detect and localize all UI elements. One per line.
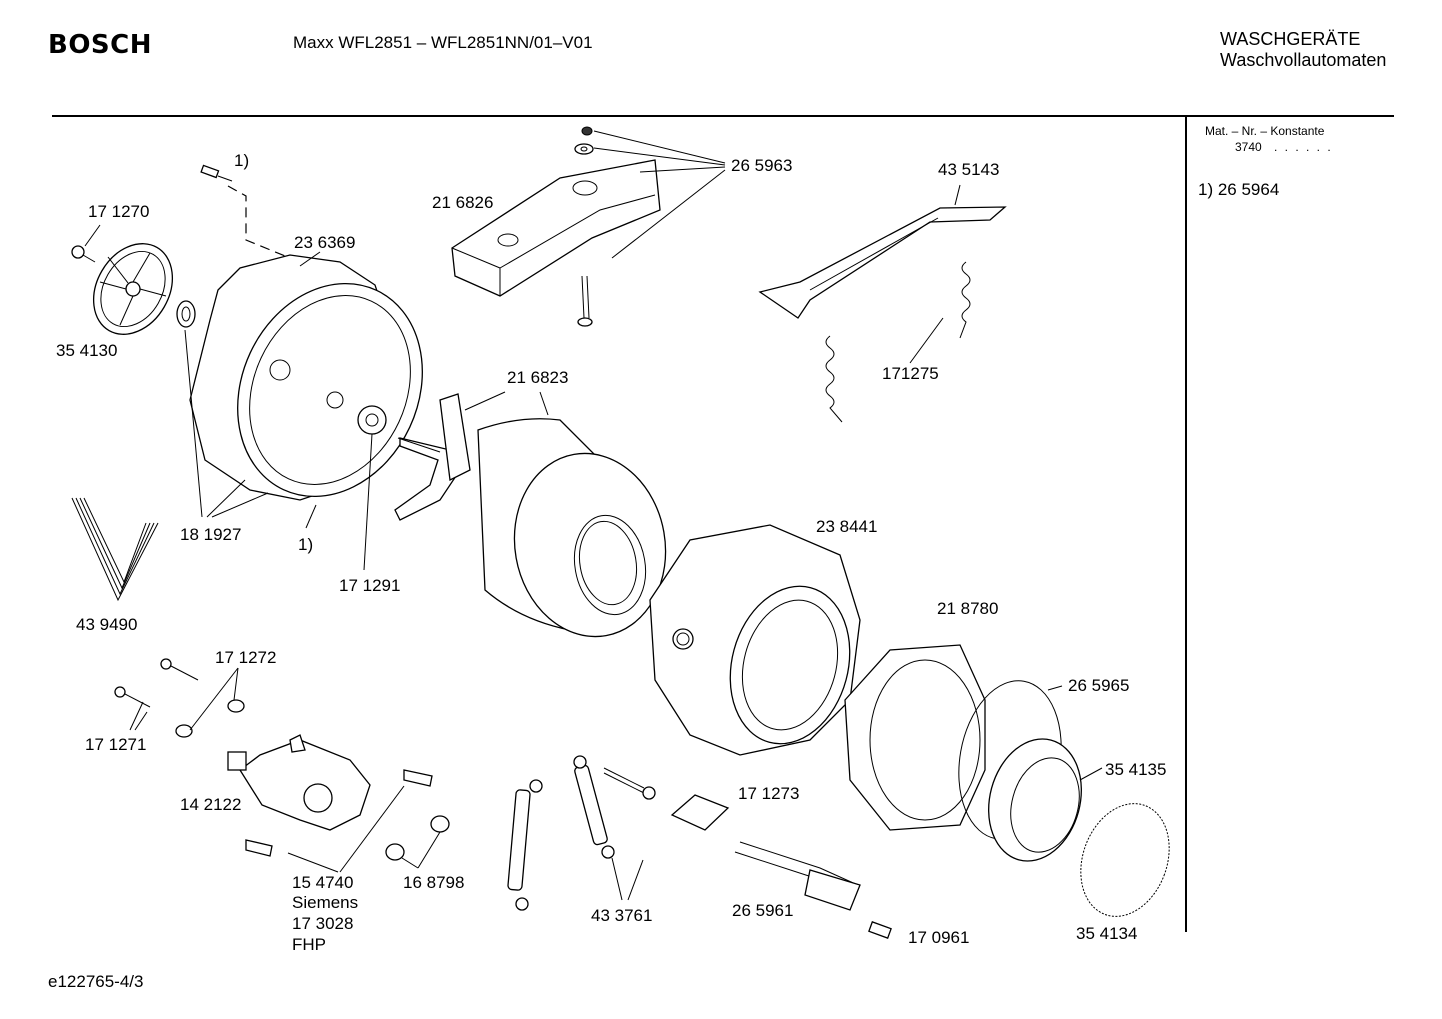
callout-label: 1) [298,535,314,554]
screw-pair-icon [114,658,199,708]
callout-label: 21 6826 [432,193,494,212]
callout-label: 16 8798 [403,873,465,892]
mat-nr-value: 3740 [1235,140,1262,154]
callout-label: 17 1271 [85,735,147,754]
callout-label: 17 1273 [738,784,800,803]
callout-label: 17 0961 [908,928,970,947]
callout-label: 43 5143 [938,160,1000,179]
door-ring-icon [988,738,1082,862]
grommet-icon [175,699,245,738]
front-tub-icon [649,524,861,756]
callout-label: 17 1270 [88,202,150,221]
damper-bolt-icon [603,767,656,800]
callout-label: 43 3761 [591,906,653,925]
door-bellows-icon [844,644,986,831]
footnote: 1) 26 5964 [1198,180,1280,199]
bearing-icon [176,300,196,328]
callout-label: 23 8441 [816,517,878,536]
callout-label: 17 3028 [292,914,354,933]
stopper-icon [385,815,450,861]
callout-label: 26 5965 [1068,676,1130,695]
callout-label: 26 5963 [731,156,793,175]
mat-nr-dots: . . . . . . [1274,140,1333,154]
callout-label: 43 9490 [76,615,138,634]
callout-label: 17 1291 [339,576,401,595]
drum-icon [477,418,667,638]
sidebar-divider [1185,116,1187,932]
callout-label: 26 5961 [732,901,794,920]
shock-absorber-icon [507,755,615,911]
pulley-wheel-icon [93,243,173,335]
mat-nr-header: Mat. – Nr. – Konstante [1205,124,1325,138]
motor-icon [227,734,371,831]
category-title: WASCHGERÄTE [1220,29,1361,49]
callout-label: 21 6823 [507,368,569,387]
callout-label: 35 4130 [56,341,118,360]
document-id: e122765-4/3 [48,972,144,991]
counterweight-bolt-icon [577,275,593,327]
nut-washer-icon [574,126,594,155]
temperature-sensor-icon [670,794,730,831]
spring-ring-icon [1080,803,1170,917]
callout-label: 14 2122 [180,795,242,814]
heating-element-icon [734,841,861,911]
category-subtitle: Waschvollautomaten [1220,50,1387,70]
callout-label: 18 1927 [180,525,242,544]
callout-label: 23 6369 [294,233,356,252]
callout-label: 35 4135 [1105,760,1167,779]
pulley-screw-icon [71,245,96,263]
drive-belt-icon [71,497,159,602]
callout-label: 17 1272 [215,648,277,667]
callout-label: Siemens [292,893,359,912]
spring-icon [825,261,971,423]
carbon-brush-icon [245,769,433,857]
callout-label: FHP [292,935,326,954]
callout-label: 171275 [882,364,939,383]
brand-logo: BOSCH [48,30,152,60]
pressure-plug-icon [868,921,892,939]
callout-label: 1) [234,151,250,170]
callout-label: 15 4740 [292,873,354,892]
tub-bracket-icon [758,206,1007,319]
drum-spider-shaft-icon [394,393,471,521]
callout-label: 35 4134 [1076,924,1138,943]
callout-label: 21 8780 [937,599,999,618]
dashed-leader [227,185,291,259]
rear-tub-icon [189,254,423,501]
header-rule [52,115,1394,117]
model-title: Maxx WFL2851 – WFL2851NN/01–V01 [293,33,593,52]
counterweight-icon [451,159,661,297]
screw-icon [200,164,233,182]
